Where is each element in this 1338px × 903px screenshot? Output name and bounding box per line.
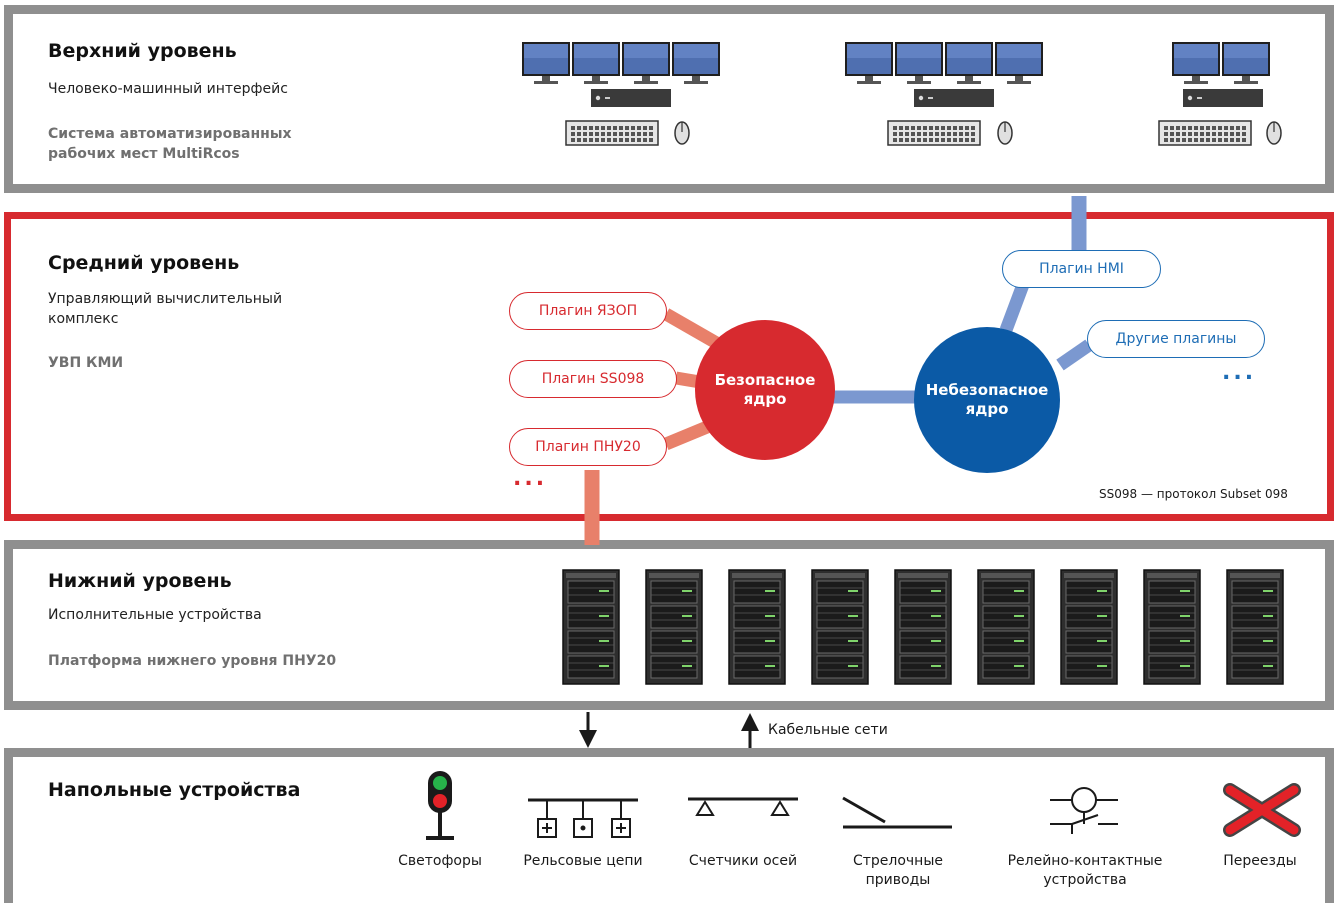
server-cabinet-icon	[894, 569, 952, 685]
device-label-crossings: Переезды	[1223, 853, 1297, 869]
up-arrow-icon	[741, 713, 759, 748]
top-level-system-line2: рабочих мест MultiRcos	[48, 146, 240, 162]
unsafe-core-label: Небезопасное ядро	[925, 381, 1049, 418]
safe-plugins-more: ...	[513, 466, 548, 491]
safe-core: Безопасное ядро	[695, 320, 835, 460]
traffic-light-icon	[426, 771, 454, 840]
plugin-pnu20: Плагин ПНУ20	[509, 428, 667, 466]
low-level-title: Нижний уровень	[48, 570, 232, 592]
low-level-subtitle: Исполнительные устройства	[48, 607, 262, 623]
top-level-system-line1: Система автоматизированных	[48, 126, 292, 142]
hmi-plugin-link	[999, 279, 1031, 333]
plugin-yazop: Плагин ЯЗОП	[509, 292, 667, 330]
device-label-axle-counters: Счетчики осей	[688, 853, 798, 869]
server-cabinet-icon	[811, 569, 869, 685]
server-cabinet-icon	[977, 569, 1035, 685]
axle-counter-icon	[688, 797, 798, 816]
top-level-subtitle: Человеко-машинный интерфейс	[48, 81, 288, 97]
other-plugins: Другие плагины	[1087, 320, 1265, 358]
server-cabinet-icon	[728, 569, 786, 685]
yazop-link	[662, 308, 724, 351]
server-cabinet-icon	[1060, 569, 1118, 685]
device-label-track-circuits: Рельсовые цепи	[523, 853, 643, 869]
pnu20-link	[663, 418, 715, 451]
server-cabinet-icon	[1143, 569, 1201, 685]
relay-contact-icon	[1050, 787, 1118, 834]
safe-core-label: Безопасное ядро	[714, 371, 816, 408]
plugin-hmi: Плагин HMI	[1002, 250, 1161, 288]
workstation-icon	[1158, 42, 1282, 146]
device-label-traffic-lights: Светофоры	[398, 853, 482, 869]
server-cabinet-icon	[562, 569, 620, 685]
device-label-relay-devices: Релейно-контактные устройства	[1007, 853, 1163, 888]
switch-machine-icon	[842, 796, 952, 829]
top-level-title: Верхний уровень	[48, 40, 237, 62]
protocol-note: SS098 — протокол Subset 098	[1099, 487, 1288, 501]
low-level-system: Платформа нижнего уровня ПНУ20	[48, 653, 337, 669]
workstation-icon	[522, 42, 720, 146]
server-cabinet-icon	[1226, 569, 1284, 685]
crossing-icon	[1223, 783, 1301, 837]
field-devices-panel	[4, 748, 1334, 903]
middle-level-subtitle-line1: Управляющий вычислительный	[48, 291, 283, 307]
middle-level-title: Средний уровень	[48, 252, 240, 274]
track-circuit-icon	[528, 798, 638, 838]
other-plugins-link	[1056, 339, 1093, 371]
top-level-panel	[4, 5, 1334, 193]
cable-networks-label: Кабельные сети	[768, 722, 888, 738]
server-cabinet-icon	[645, 569, 703, 685]
unsafe-core: Небезопасное ядро	[914, 327, 1060, 473]
workstation-icon	[845, 42, 1043, 146]
plugin-ss098: Плагин SS098	[509, 360, 677, 398]
middle-level-subtitle-line2: комплекс	[48, 311, 119, 327]
field-devices-title: Напольные устройства	[48, 779, 301, 801]
unsafe-plugins-more: ...	[1222, 360, 1257, 385]
middle-level-system: УВП КМИ	[48, 355, 124, 371]
down-arrow-icon	[579, 712, 597, 748]
device-label-switch-machines: Стрелочные приводы	[852, 853, 944, 888]
cabinets-layer	[562, 569, 1284, 685]
workstations-layer	[522, 42, 1282, 146]
